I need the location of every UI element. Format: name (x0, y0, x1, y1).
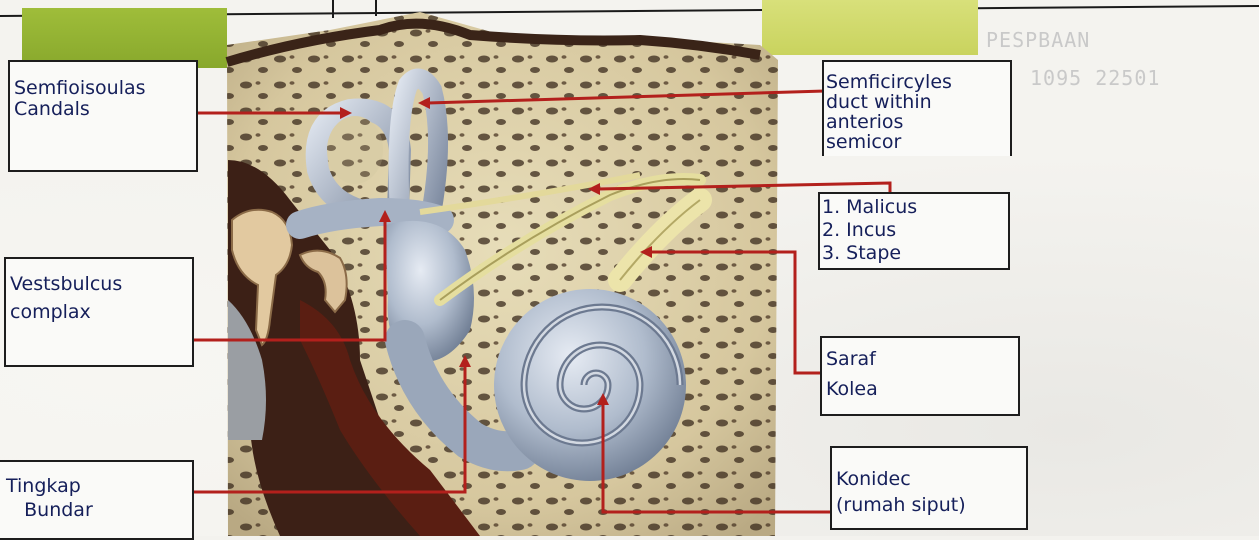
arrow-round-window (192, 365, 465, 492)
label-ossicles: 1. Malicus 2. Incus 3. Stape (822, 196, 917, 265)
label-semicircular-canals: Semfioisoulas Candals (14, 78, 146, 120)
label-vestibule: Vestsbulcus complax (10, 270, 122, 326)
label-round-window: Tingkap Bundar (6, 474, 93, 522)
label-cochlea: Konidec (rumah siput) (836, 466, 966, 518)
arrow-semicircular-duct (428, 91, 825, 103)
label-semicircular-duct: Semficircyles duct within anterios semic… (826, 72, 952, 152)
label-nerve: Saraf Kolea (826, 344, 878, 404)
arrow-vestibule (193, 220, 385, 340)
arrow-nerve (650, 252, 820, 373)
arrow-cochlea (603, 403, 830, 512)
